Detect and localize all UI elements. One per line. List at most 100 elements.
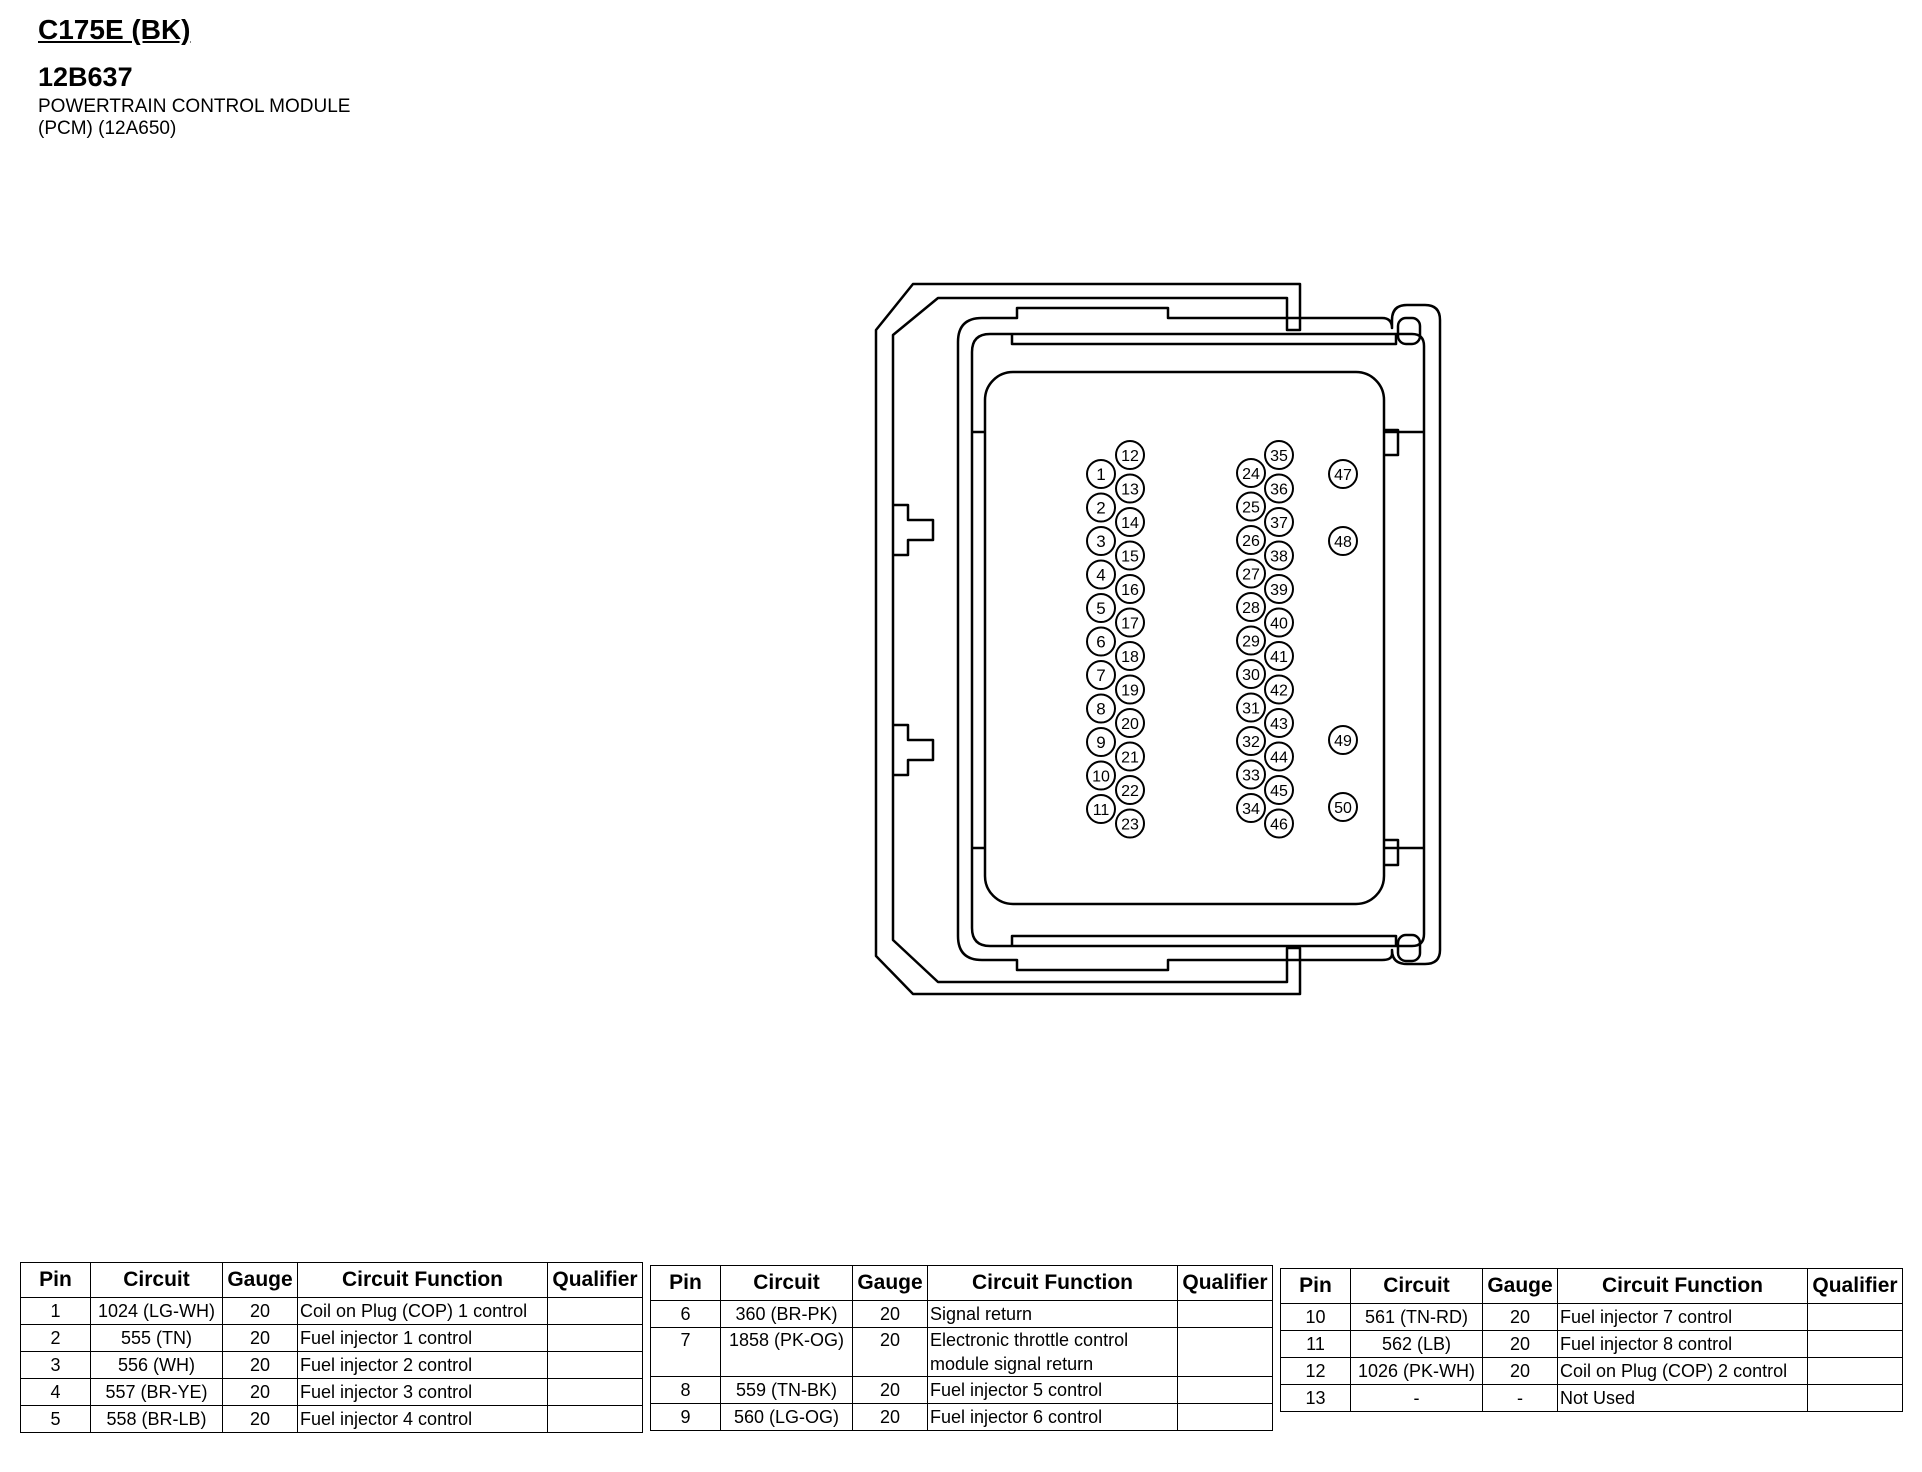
pin-50: 50 <box>1328 792 1358 822</box>
pin-26: 26 <box>1236 525 1266 555</box>
pin-7: 7 <box>1086 660 1116 690</box>
function-cell: Signal return <box>927 1300 1178 1328</box>
pin-label: 42 <box>1270 683 1288 700</box>
pin-label: 28 <box>1242 600 1260 617</box>
left-key-lower <box>893 723 935 777</box>
pin-10: 10 <box>1086 760 1116 791</box>
pin-label: 48 <box>1334 534 1352 551</box>
pin-label: 16 <box>1121 582 1139 599</box>
function-cell: Fuel injector 3 control <box>297 1378 548 1406</box>
pin-cell: 12 <box>1280 1357 1351 1385</box>
pin-18: 18 <box>1115 641 1145 671</box>
qualifier-cell <box>547 1297 643 1325</box>
gauge-cell: - <box>1482 1384 1558 1412</box>
pin-label: 50 <box>1334 800 1352 817</box>
pin-label: 5 <box>1096 599 1105 618</box>
right-key-lower <box>1384 838 1400 867</box>
gauge-cell: 20 <box>852 1376 928 1404</box>
circuit-cell: - <box>1350 1384 1483 1412</box>
pin-label: 31 <box>1242 701 1260 718</box>
latch-window-top <box>1396 316 1422 346</box>
pin-44: 44 <box>1264 741 1294 772</box>
circuit-cell: 1858 (PK-OG) <box>720 1327 853 1377</box>
pin-45: 45 <box>1264 775 1294 805</box>
qualifier-cell <box>1177 1403 1273 1431</box>
table-header-row: Pin Circuit Gauge Circuit Function Quali… <box>20 1262 643 1298</box>
header-circuit-function: Circuit Function <box>297 1262 548 1298</box>
pin-4: 4 <box>1086 559 1116 590</box>
function-cell: Fuel injector 1 control <box>297 1324 548 1352</box>
header-gauge: Gauge <box>1482 1268 1558 1304</box>
header-gauge: Gauge <box>222 1262 298 1298</box>
pin-cell: 5 <box>20 1405 91 1433</box>
pin-label: 30 <box>1242 667 1260 684</box>
circuit-cell: 561 (TN-RD) <box>1350 1303 1483 1331</box>
part-description-line-2: (PCM) (12A650) <box>38 118 177 139</box>
pin-label: 23 <box>1121 817 1139 834</box>
pin-label: 6 <box>1096 633 1105 652</box>
pin-34: 34 <box>1236 793 1266 823</box>
table-row: 12 1026 (PK-WH) 20 Coil on Plug (COP) 2 … <box>1280 1357 1903 1385</box>
qualifier-cell <box>1807 1303 1903 1331</box>
pin-label: 9 <box>1096 733 1105 752</box>
header-circuit-function: Circuit Function <box>927 1265 1178 1301</box>
right-slot <box>1384 430 1424 850</box>
function-cell: Fuel injector 2 control <box>297 1351 548 1379</box>
gauge-cell: 20 <box>1482 1330 1558 1358</box>
pin-27: 27 <box>1236 558 1266 589</box>
pin-17: 17 <box>1115 607 1145 638</box>
gauge-cell: 20 <box>1482 1303 1558 1331</box>
gauge-cell: 20 <box>222 1297 298 1325</box>
header-circuit: Circuit <box>1350 1268 1483 1304</box>
pin-29: 29 <box>1236 625 1266 656</box>
pin-23: 23 <box>1115 808 1145 839</box>
pin-label: 40 <box>1270 616 1288 633</box>
pin-cell: 4 <box>20 1378 91 1406</box>
pin-label: 36 <box>1270 482 1288 499</box>
pin-40: 40 <box>1264 607 1294 638</box>
pin-label: 13 <box>1121 482 1139 499</box>
circuit-cell: 557 (BR-YE) <box>90 1378 223 1406</box>
circuit-cell: 1024 (LG-WH) <box>90 1297 223 1325</box>
pin-22: 22 <box>1115 775 1145 805</box>
pin-label: 45 <box>1270 783 1288 800</box>
pin-9: 9 <box>1086 727 1116 757</box>
pin-label: 21 <box>1121 750 1139 767</box>
pin-12: 12 <box>1115 440 1145 470</box>
pin-label: 34 <box>1242 801 1260 818</box>
pin-30: 30 <box>1236 659 1266 689</box>
function-cell: Electronic throttle control module signa… <box>927 1327 1178 1377</box>
left-slot <box>972 430 985 850</box>
part-description: POWERTRAIN CONTROL MODULE (PCM) (12A650) <box>38 96 350 140</box>
pin-3: 3 <box>1086 526 1116 556</box>
right-key-upper <box>1384 428 1400 457</box>
pin-cell: 10 <box>1280 1303 1351 1331</box>
pin-label: 4 <box>1096 566 1105 585</box>
pin-43: 43 <box>1264 708 1294 738</box>
gauge-cell: 20 <box>852 1300 928 1328</box>
pin-table-1: Pin Circuit Gauge Circuit Function Quali… <box>20 1262 643 1433</box>
pin-33: 33 <box>1236 759 1266 790</box>
pin-label: 37 <box>1270 515 1288 532</box>
qualifier-cell <box>1177 1327 1273 1377</box>
pin-41: 41 <box>1264 641 1294 671</box>
pin-label: 1 <box>1096 465 1105 484</box>
circuit-cell: 562 (LB) <box>1350 1330 1483 1358</box>
function-cell: Coil on Plug (COP) 2 control <box>1557 1357 1808 1385</box>
pin-label: 44 <box>1270 750 1288 767</box>
function-cell: Fuel injector 4 control <box>297 1405 548 1433</box>
pin-46: 46 <box>1264 808 1294 839</box>
part-description-line-1: POWERTRAIN CONTROL MODULE <box>38 96 351 117</box>
pin-cell: 9 <box>650 1403 721 1431</box>
pin-label: 10 <box>1092 769 1110 786</box>
circuit-cell: 560 (LG-OG) <box>720 1403 853 1431</box>
circuit-cell: 360 (BR-PK) <box>720 1300 853 1328</box>
pin-1: 1 <box>1086 459 1116 489</box>
pin-32: 32 <box>1236 726 1266 756</box>
header-qualifier: Qualifier <box>547 1262 643 1298</box>
qualifier-cell <box>547 1405 643 1433</box>
pin-label: 7 <box>1096 666 1105 685</box>
pin-label: 18 <box>1121 649 1139 666</box>
qualifier-cell <box>547 1378 643 1406</box>
